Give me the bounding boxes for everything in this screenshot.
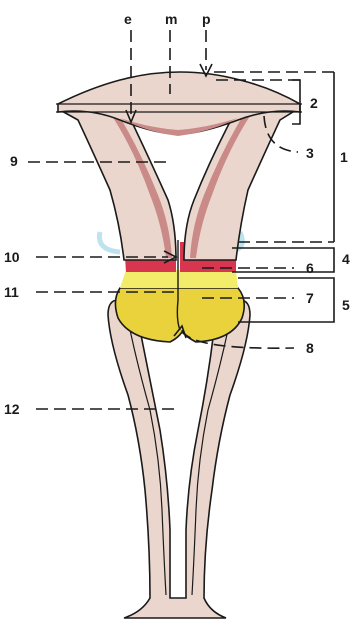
label-8: 8 [306, 340, 314, 356]
label-e: e [124, 11, 132, 27]
cervix-upper-yellow [120, 270, 238, 288]
label-1: 1 [340, 149, 348, 165]
label-p: p [202, 11, 211, 27]
label-10: 10 [4, 249, 20, 265]
cervix-lower-yellow [115, 288, 244, 342]
label-9: 9 [10, 153, 18, 169]
label-7: 7 [306, 290, 314, 306]
label-12: 12 [4, 401, 20, 417]
label-3: 3 [306, 145, 314, 161]
label-11: 11 [4, 284, 19, 300]
label-6: 6 [306, 260, 314, 276]
label-2: 2 [310, 95, 318, 111]
label-m: m [165, 11, 177, 27]
bracket-5 [238, 278, 334, 322]
label-4: 4 [342, 251, 350, 267]
lower-tube [108, 299, 250, 618]
label-5: 5 [342, 297, 350, 313]
